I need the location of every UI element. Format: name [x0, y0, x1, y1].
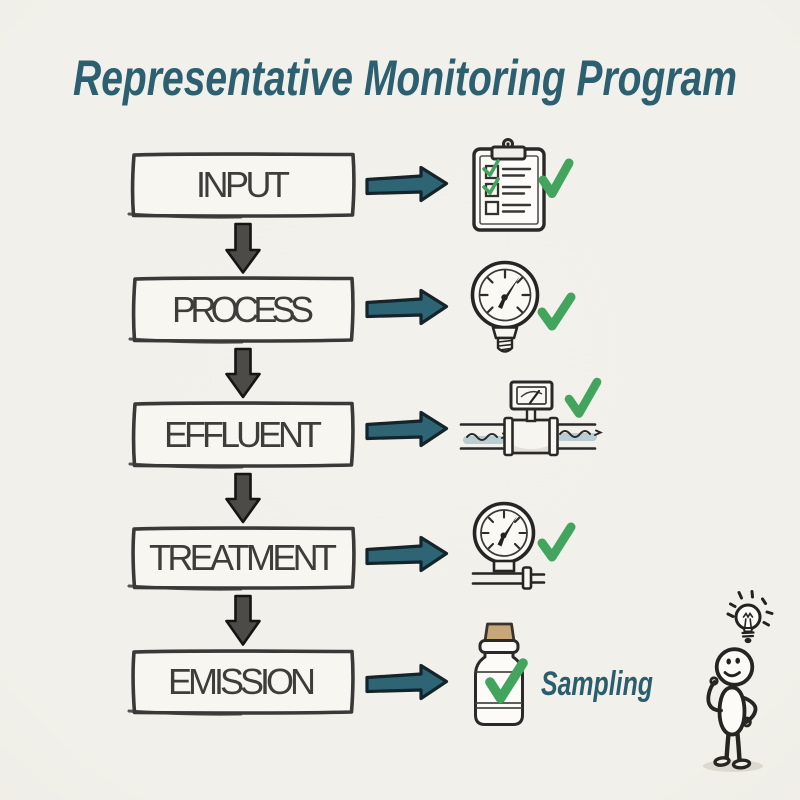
svg-text:EMISSION: EMISSION	[168, 661, 316, 702]
svg-text:Sampling: Sampling	[541, 665, 653, 703]
svg-text:TREATMENT: TREATMENT	[149, 537, 337, 578]
svg-text:INPUT: INPUT	[196, 164, 290, 205]
svg-text:EFFLUENT: EFFLUENT	[164, 414, 322, 455]
svg-text:Representative Monitoring Prog: Representative Monitoring Program	[73, 50, 737, 106]
svg-text:PROCESS: PROCESS	[172, 289, 314, 330]
